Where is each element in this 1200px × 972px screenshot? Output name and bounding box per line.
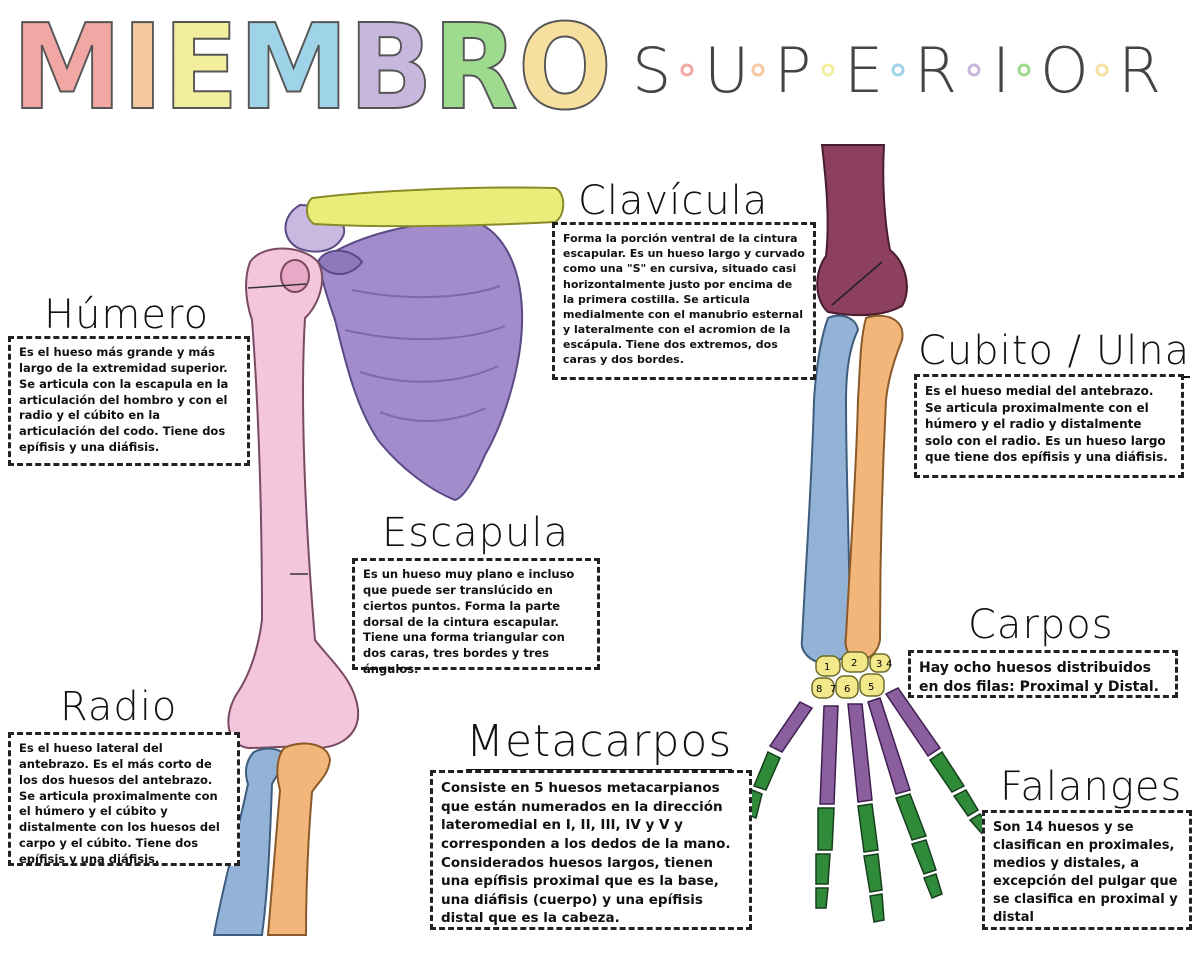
title-letter-R: R	[433, 8, 518, 118]
metacarpos-label: Metacarpos	[466, 716, 733, 771]
metacarpos-bones	[768, 687, 942, 805]
radio-description-box: Es el hueso lateral del antebrazo. Es el…	[8, 732, 240, 866]
falanges-label: Falanges	[1000, 764, 1183, 814]
carpos-description-box: Hay ocho huesos distribuidos en dos fila…	[908, 650, 1178, 698]
cubito-bone-right	[844, 314, 904, 662]
humero-distal-bone	[816, 144, 908, 317]
humero-description: Es el hueso más grande y más largo de la…	[19, 345, 229, 455]
carpal-number-2: 2	[851, 658, 857, 669]
title-dots	[680, 63, 1109, 77]
metacarpos-description-box: Consiste en 5 huesos metacarpianos que e…	[430, 770, 752, 930]
clavicula-description: Forma la porción ventral de la cintura e…	[563, 232, 805, 367]
carpos-description: Hay ocho huesos distribuidos en dos fila…	[919, 660, 1159, 696]
sub-letter-E: E	[844, 34, 883, 107]
title-letter-O: O	[518, 8, 612, 118]
carpal-number-4: 4	[886, 659, 892, 670]
carpos-label: Carpos	[968, 602, 1114, 652]
cubito-description-box: Es el hueso medial del antebrazo. Se art…	[914, 374, 1184, 478]
sub-letter-U: U	[704, 34, 749, 107]
escapula-label: Escapula	[382, 510, 569, 560]
sub-letter-P: P	[774, 34, 811, 107]
title-main: MIEMBRO	[11, 8, 613, 118]
falanges-description: Son 14 huesos y se clasifican en proxima…	[993, 820, 1178, 925]
title-letter-M: M	[12, 8, 122, 118]
carpal-number-3: 3	[876, 659, 882, 670]
falanges-description-box: Son 14 huesos y se clasifican en proxima…	[982, 810, 1192, 930]
sub-letter-R2: R	[1118, 34, 1161, 107]
carpal-number-7: 7	[830, 684, 836, 695]
svg-text:MIEMBRO: MIEMBRO	[12, 8, 612, 118]
carpal-number-6: 6	[844, 684, 850, 695]
falanges-bones	[745, 750, 994, 923]
escapula-description-box: Es un hueso muy plano e incluso que pued…	[352, 558, 600, 676]
humero-description-box: Es el hueso más grande y más largo de la…	[8, 336, 250, 466]
clavicula-description-box: Forma la porción ventral de la cintura e…	[552, 222, 816, 380]
sub-letter-R: R	[914, 34, 957, 107]
carpal-number-8: 8	[816, 684, 822, 695]
humero-label: Húmero	[44, 292, 210, 342]
title-letter-M2: M	[239, 8, 349, 118]
carpos-bones: 1 2 3 4 5 6 7 8	[811, 651, 892, 699]
carpal-number-1: 1	[824, 662, 830, 673]
sub-letter-O: O	[1040, 34, 1089, 107]
radio-description: Es el hueso lateral del antebrazo. Es el…	[19, 741, 220, 867]
clavicula-label: Clavícula	[578, 178, 769, 228]
cubito-description: Es el hueso medial del antebrazo. Se art…	[925, 384, 1168, 465]
sub-letter-I: I	[992, 34, 1010, 107]
title-letter-B: B	[349, 8, 433, 118]
cubito-label: Cubito / Ulna	[918, 328, 1191, 378]
title-sub: S U P E R I O R	[632, 34, 1161, 107]
title-letter-E: E	[163, 8, 239, 118]
cubito-bone-left	[266, 742, 332, 936]
carpal-number-5: 5	[868, 682, 874, 693]
radio-label: Radio	[60, 684, 178, 734]
title-letter-I: I	[122, 8, 163, 118]
metacarpos-description: Consiste en 5 huesos metacarpianos que e…	[441, 780, 731, 927]
clavicula-bone	[306, 186, 565, 228]
sub-letter-S: S	[632, 34, 671, 107]
escapula-description: Es un hueso muy plano e incluso que pued…	[363, 567, 575, 677]
